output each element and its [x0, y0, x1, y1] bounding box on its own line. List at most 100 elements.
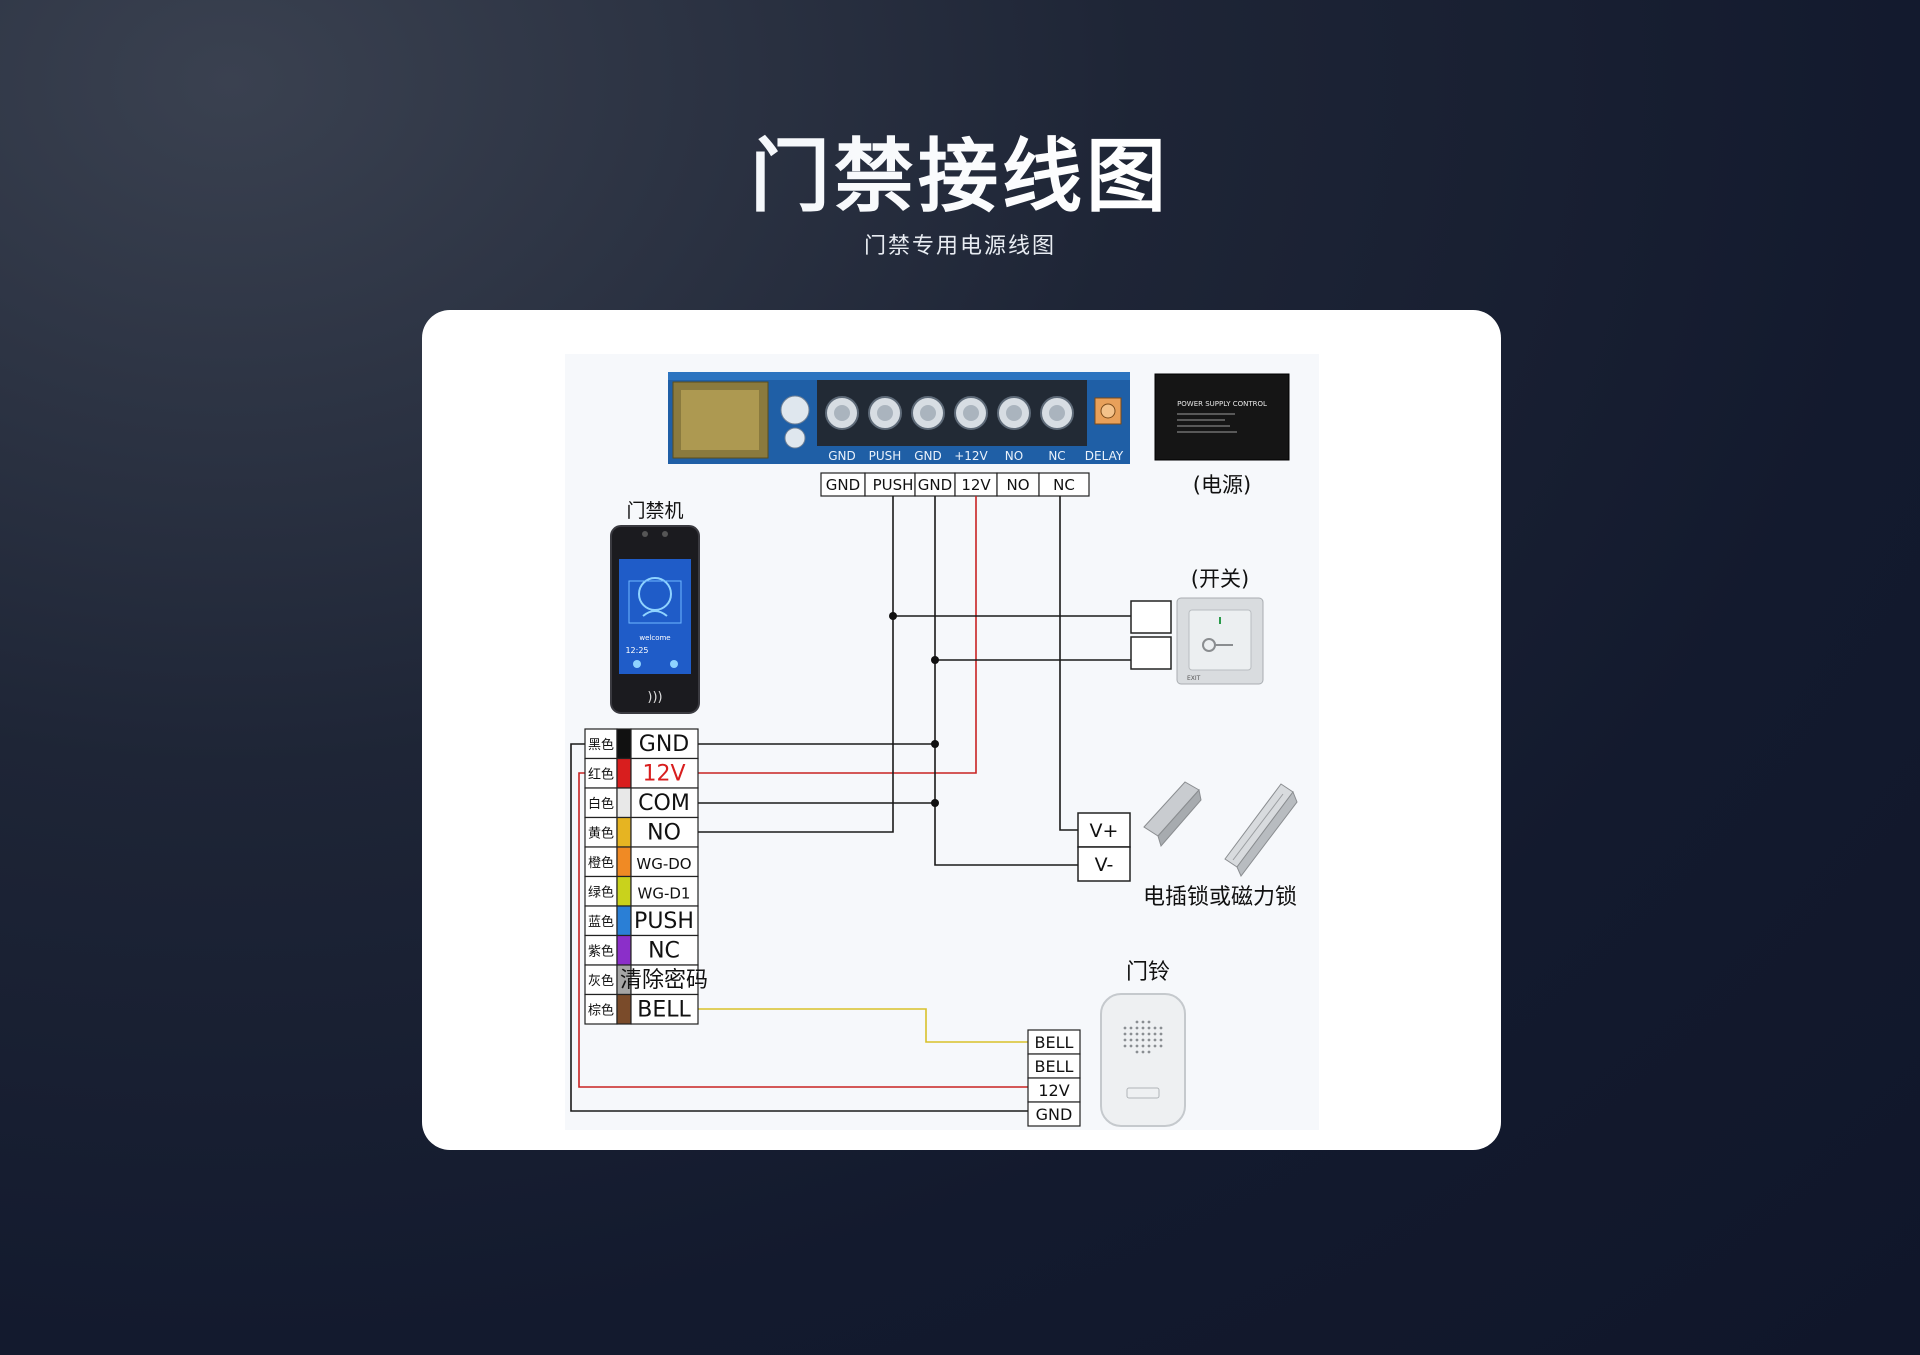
- doorbell-button: [1126, 1087, 1160, 1099]
- wire-signal-label: PUSH: [634, 909, 694, 934]
- grille-dot: [1123, 1038, 1127, 1042]
- board-silkscreen-label: DELAY: [1085, 449, 1124, 463]
- power-supply-box-text: POWER SUPPLY CONTROL: [1177, 400, 1267, 408]
- grille-dot: [1129, 1032, 1133, 1036]
- grille-dot: [1147, 1044, 1151, 1048]
- power-terminal-label: GND: [918, 476, 952, 494]
- wire-color-name: 绿色: [588, 885, 614, 901]
- wire-color-swatch: [616, 757, 632, 789]
- wire-signal-label: WG-DO: [636, 855, 691, 873]
- grille-dot: [1141, 1050, 1145, 1054]
- wire-color-name: 橙色: [588, 855, 614, 871]
- wire-color-swatch: [616, 875, 632, 907]
- wire-signal-cell: [630, 787, 699, 819]
- exit-text: EXIT: [1187, 675, 1201, 682]
- junction-dot: [931, 656, 939, 664]
- lock-label: 电插锁或磁力锁: [1143, 885, 1297, 910]
- access-device-time: 12:25: [625, 646, 648, 655]
- page-title: 门禁接线图: [0, 112, 1920, 228]
- wire-signal-cell: [630, 816, 699, 848]
- doorbell-speaker-grille: [1123, 1020, 1163, 1054]
- grille-dot: [1123, 1026, 1127, 1030]
- wire-signal-label: COM: [638, 791, 690, 816]
- wire-color-name: 白色: [588, 796, 614, 812]
- terminal-screw: [1006, 405, 1022, 421]
- access-device-label: 门禁机: [626, 500, 683, 522]
- wire-signal-label: 清除密码: [620, 968, 708, 993]
- wire-signal-cell: [630, 728, 699, 760]
- grille-dot: [1123, 1032, 1127, 1036]
- lock: V+ V- 电插锁或磁力锁: [1077, 781, 1298, 910]
- wire-color-swatch: [616, 728, 632, 760]
- power-terminal-label: GND: [826, 476, 860, 494]
- power-supply-box: POWER SUPPLY CONTROL (电源): [1154, 373, 1290, 497]
- wire-signal-label: GND: [639, 732, 689, 757]
- grille-dot: [1153, 1026, 1157, 1030]
- grille-dot: [1147, 1020, 1151, 1024]
- terminal-screw: [963, 405, 979, 421]
- wire-color-name: 蓝色: [588, 914, 614, 930]
- wire-color-swatch: [616, 905, 632, 937]
- grille-dot: [1141, 1044, 1145, 1048]
- doorbell-terminal-label: BELL: [1035, 1057, 1074, 1076]
- electric-bolt-lock-icon: [1143, 781, 1202, 848]
- grille-dot: [1153, 1032, 1157, 1036]
- grille-dot: [1141, 1038, 1145, 1042]
- grille-dot: [1129, 1038, 1133, 1042]
- wire-color-swatch: [616, 787, 632, 819]
- grille-dot: [1135, 1026, 1139, 1030]
- grille-dot: [1123, 1044, 1127, 1048]
- doorbell-terminal-box: [1027, 1101, 1081, 1127]
- access-device-screen: [619, 559, 691, 674]
- terminal-screw: [920, 405, 936, 421]
- grille-dot: [1141, 1032, 1145, 1036]
- wire-signal-cell: [630, 964, 699, 996]
- wire-12v: [698, 496, 977, 774]
- grille-dot: [1129, 1026, 1133, 1030]
- wire-signal-label: NC: [648, 939, 680, 964]
- doorbell-body: [1100, 993, 1186, 1127]
- grille-dot: [1135, 1032, 1139, 1036]
- board-silkscreen-label: PUSH: [869, 449, 902, 463]
- wire-signal-label: 12V: [642, 762, 685, 787]
- wire-gnd-lock: [934, 496, 1097, 866]
- exit-switch: (开关) EXIT: [1130, 567, 1264, 685]
- lock-terminal-label: V+: [1090, 820, 1119, 842]
- grille-dot: [1159, 1026, 1163, 1030]
- power-terminal-label: PUSH: [873, 476, 914, 494]
- junction-dot: [931, 799, 939, 807]
- grille-dot: [1153, 1044, 1157, 1048]
- grille-dot: [1159, 1032, 1163, 1036]
- grille-dot: [1135, 1020, 1139, 1024]
- board-silkscreen-label: NO: [1005, 449, 1023, 463]
- grille-dot: [1135, 1044, 1139, 1048]
- grille-dot: [1135, 1050, 1139, 1054]
- junction-dot: [931, 740, 939, 748]
- wire-color-swatch: [616, 846, 632, 878]
- lock-terminal-label: V-: [1095, 854, 1114, 876]
- wire-signal-label: WG-D1: [638, 885, 691, 903]
- power-supply-label: (电源): [1193, 473, 1251, 497]
- power-supply-unit: [1154, 373, 1290, 461]
- wire-color-name: 紫色: [588, 944, 614, 960]
- wire-bell-12v: [578, 772, 1028, 1088]
- grille-dot: [1159, 1038, 1163, 1042]
- grille-dot: [1147, 1038, 1151, 1042]
- grille-dot: [1147, 1026, 1151, 1030]
- doorbell-label: 门铃: [1126, 960, 1170, 985]
- doorbell-terminal-label: GND: [1036, 1105, 1073, 1124]
- wire-color-name: 黄色: [588, 826, 614, 842]
- wire-bell: [698, 1008, 1028, 1043]
- switch-terminal: [1130, 636, 1172, 670]
- terminal-screw: [834, 405, 850, 421]
- wire-signal-cell: [630, 905, 699, 937]
- grille-dot: [1141, 1026, 1145, 1030]
- grille-dot: [1159, 1044, 1163, 1048]
- doorbell-terminal-label: BELL: [1035, 1033, 1074, 1052]
- junction-dot: [889, 612, 897, 620]
- power-terminal-box: [1038, 472, 1090, 497]
- grille-dot: [1129, 1044, 1133, 1048]
